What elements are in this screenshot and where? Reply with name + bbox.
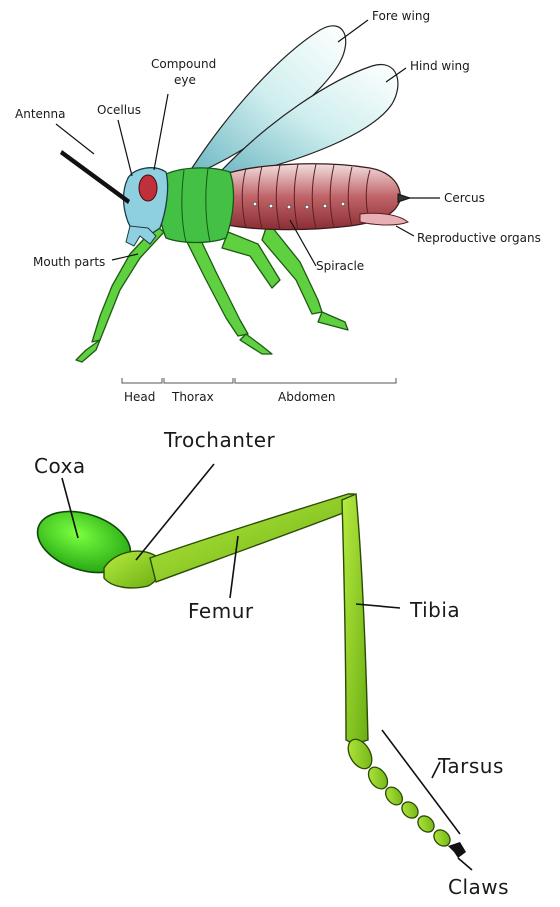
label-tibia: Tibia [409, 598, 460, 622]
label-claws: Claws [448, 875, 509, 899]
label-mouth-parts: Mouth parts [33, 255, 105, 269]
label-compound-eye-line2: eye [174, 73, 196, 87]
femur-shape [150, 494, 356, 582]
label-fore-wing: Fore wing [372, 9, 430, 23]
leg-labels: Coxa Trochanter Femur Tibia Tarsus Claws [34, 428, 509, 899]
label-trochanter: Trochanter [163, 428, 276, 452]
tibia-shape [342, 494, 368, 744]
segment-brackets [122, 378, 396, 383]
label-abdomen: Abdomen [278, 390, 335, 404]
insect-figure [60, 26, 410, 362]
label-cercus: Cercus [444, 191, 485, 205]
label-head: Head [124, 390, 155, 404]
label-ocellus: Ocellus [97, 103, 141, 117]
reproductive-organ-shape [360, 213, 408, 225]
segment-labels: Head Thorax Abdomen [124, 390, 335, 404]
label-spiracle: Spiracle [316, 259, 364, 273]
label-tarsus: Tarsus [437, 754, 504, 778]
label-reproductive-organs: Reproductive organs [417, 231, 541, 245]
label-compound-eye-line1: Compound [151, 57, 216, 71]
claws-shape [448, 842, 466, 858]
label-thorax: Thorax [171, 390, 214, 404]
antenna-shape [60, 150, 130, 204]
thorax-shape [159, 168, 233, 243]
label-hind-wing: Hind wing [410, 59, 470, 73]
compound-eye-shape [139, 175, 157, 201]
insect-legs [76, 222, 348, 362]
label-coxa: Coxa [34, 454, 86, 478]
leg-figure [30, 494, 466, 858]
label-femur: Femur [188, 599, 254, 623]
label-antenna: Antenna [15, 107, 65, 121]
